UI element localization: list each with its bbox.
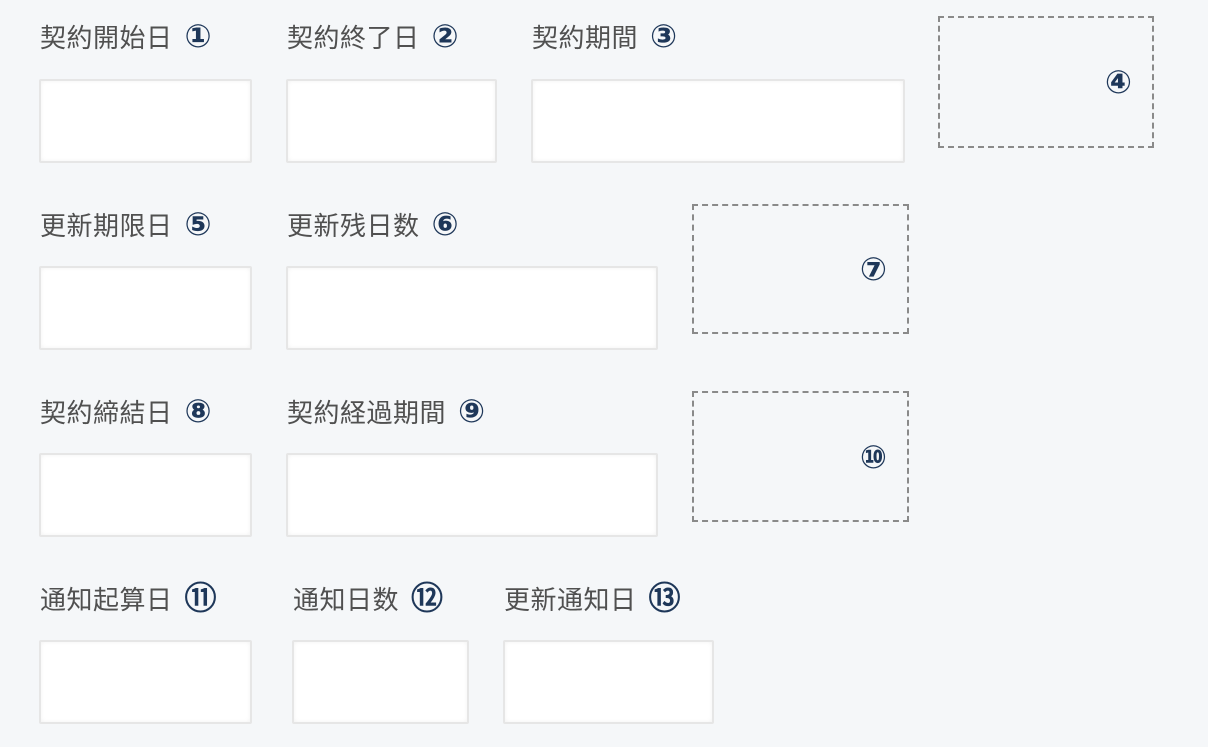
field-marker: ⑨ <box>458 392 486 430</box>
contract-end-date-label: 契約終了日 ② <box>287 16 459 56</box>
contract-start-date-input[interactable] <box>39 79 252 163</box>
field-label-text: 更新期限日 <box>40 211 173 242</box>
contract-start-date-label: 契約開始日 ① <box>40 16 212 56</box>
field-label-text: 通知起算日 <box>40 585 173 616</box>
placeholder-marker: ⑦ <box>859 250 887 288</box>
field-label-text: 契約期間 <box>532 23 639 54</box>
field-marker: ⑧ <box>184 392 213 430</box>
placeholder-box-10: ⑩ <box>692 391 909 522</box>
placeholder-box-7: ⑦ <box>692 204 909 334</box>
field-label-text: 通知日数 <box>293 585 400 616</box>
placeholder-marker: ⑩ <box>859 437 887 476</box>
renewal-deadline-label: 更新期限日 ⑤ <box>40 204 212 244</box>
contract-signing-date-input[interactable] <box>39 453 252 537</box>
contract-period-input[interactable] <box>531 79 905 163</box>
field-marker: ⑤ <box>184 205 213 243</box>
field-label-text: 契約終了日 <box>287 23 420 54</box>
notice-days-input[interactable] <box>292 640 469 724</box>
field-marker: ① <box>184 17 213 55</box>
field-label-text: 更新残日数 <box>287 211 420 242</box>
field-marker: ③ <box>650 17 678 55</box>
field-marker: ② <box>431 17 460 55</box>
renewal-notice-date-label: 更新通知日 ⑬ <box>504 578 681 618</box>
field-marker: ⑥ <box>431 205 460 243</box>
field-label-text: 更新通知日 <box>504 585 637 616</box>
notice-start-date-input[interactable] <box>39 640 252 724</box>
renewal-deadline-input[interactable] <box>39 266 252 350</box>
contract-period-label: 契約期間 ③ <box>532 16 678 56</box>
placeholder-box-4: ④ <box>938 16 1154 148</box>
field-label-text: 契約締結日 <box>40 398 173 429</box>
contract-elapsed-period-label: 契約経過期間 ⑨ <box>287 391 486 431</box>
renewal-remaining-days-input[interactable] <box>286 266 658 350</box>
field-marker: ⑪ <box>184 579 218 617</box>
placeholder-marker: ④ <box>1104 63 1132 101</box>
field-label-text: 契約経過期間 <box>287 398 447 429</box>
contract-end-date-input[interactable] <box>286 79 497 163</box>
renewal-notice-date-input[interactable] <box>503 640 714 724</box>
field-marker: ⑫ <box>411 579 444 617</box>
contract-signing-date-label: 契約締結日 ⑧ <box>40 391 212 431</box>
field-label-text: 契約開始日 <box>40 23 173 54</box>
contract-elapsed-period-input[interactable] <box>286 453 658 537</box>
renewal-remaining-days-label: 更新残日数 ⑥ <box>287 204 459 244</box>
notice-start-date-label: 通知起算日 ⑪ <box>40 578 217 618</box>
notice-days-label: 通知日数 ⑫ <box>293 578 444 618</box>
field-marker: ⑬ <box>648 579 682 617</box>
